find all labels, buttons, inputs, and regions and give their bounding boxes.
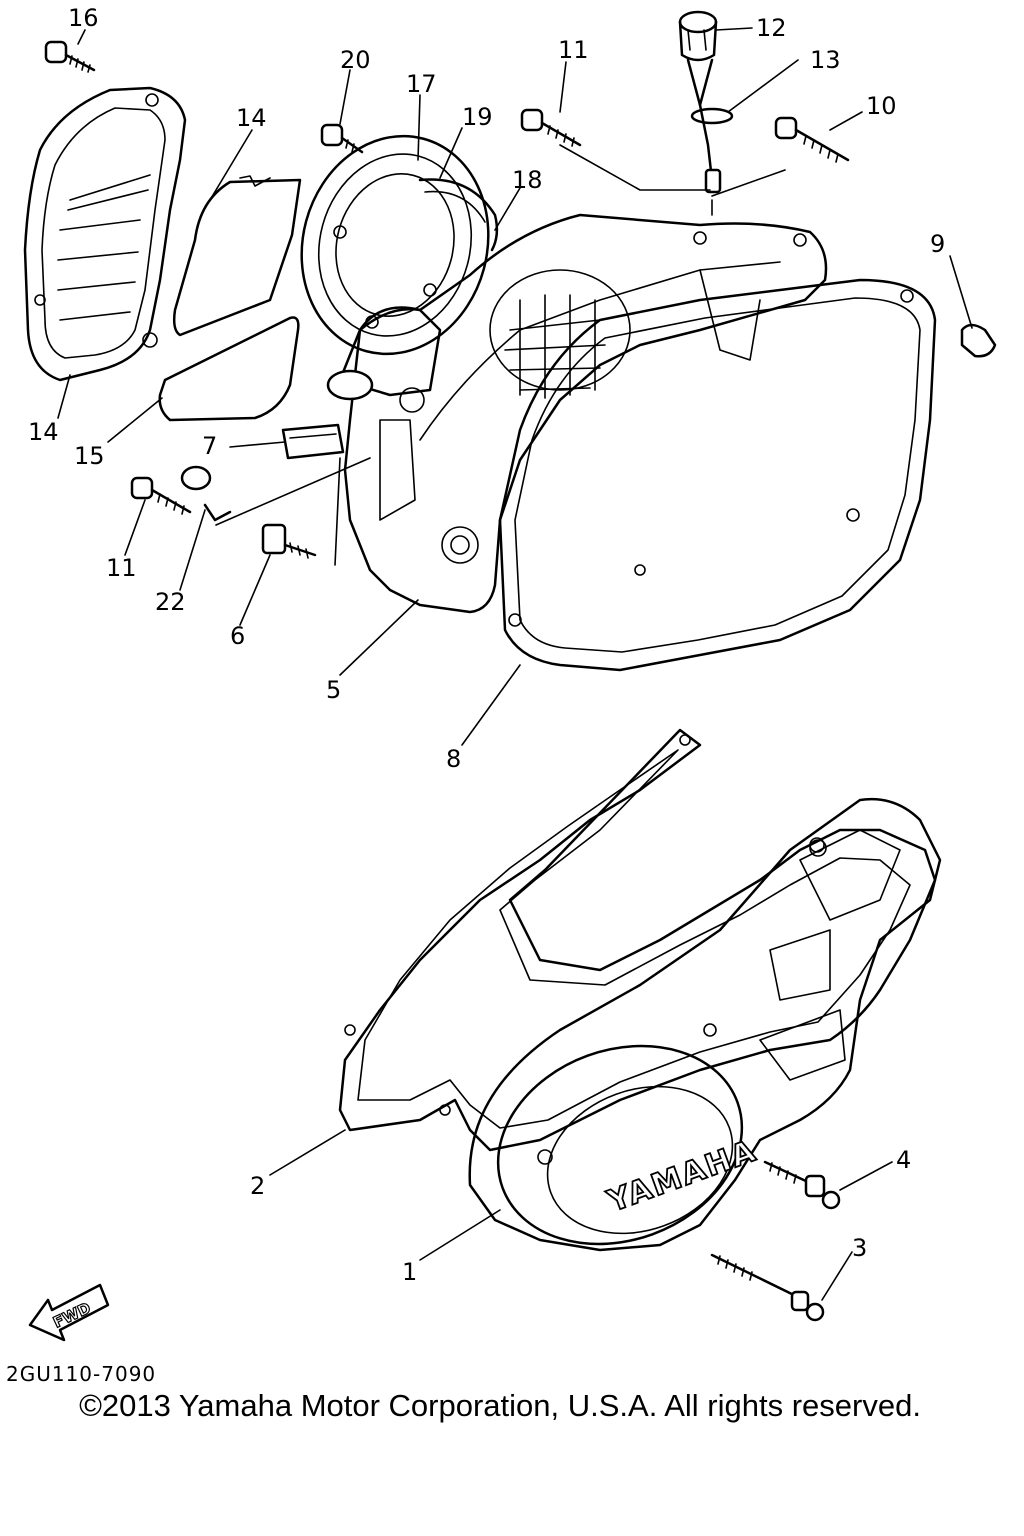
callouts: 16 20 17 14 19 18 11 12 13 10 9 14 15 7 … <box>28 4 945 1286</box>
part-22-clamp <box>180 465 232 522</box>
part-9-cap <box>960 323 997 358</box>
part-20-oil-seal <box>418 178 499 252</box>
callout-1: 1 <box>402 1258 417 1286</box>
part-10-bolt <box>774 116 850 163</box>
part-6-drain-bolt <box>261 523 317 559</box>
callout-5: 5 <box>326 676 341 704</box>
callout-19: 18 <box>512 166 543 194</box>
leader-lines <box>57 27 973 1301</box>
callout-13: 13 <box>810 46 841 74</box>
callout-20: 19 <box>462 103 493 131</box>
callout-2: 2 <box>250 1172 265 1200</box>
callout-16: 15 <box>74 442 105 470</box>
part-3-bolt <box>710 1253 825 1322</box>
copyright-notice: ©2013 Yamaha Motor Corporation, U.S.A. A… <box>79 1388 921 1423</box>
part-8-gasket <box>498 278 937 672</box>
callout-17: 16 <box>68 4 99 32</box>
callout-10: 10 <box>866 92 897 120</box>
callout-8: 8 <box>446 745 461 773</box>
callout-15: 14 <box>236 104 267 132</box>
callout-6: 6 <box>230 622 245 650</box>
part-2-gasket <box>338 728 937 1152</box>
part-18-clutch-cover <box>300 134 490 356</box>
part-15-gasket <box>172 175 302 337</box>
callout-18: 17 <box>406 70 437 98</box>
callout-4: 4 <box>896 1146 911 1174</box>
part-17-bolt <box>44 40 96 73</box>
part-11-bolt-left <box>130 476 192 515</box>
callout-12: 12 <box>756 14 787 42</box>
callout-22: 22 <box>155 588 186 616</box>
callout-11-left: 11 <box>106 554 137 582</box>
part-14-outer-cover <box>23 86 187 382</box>
part-16-gasket <box>158 316 300 422</box>
part-12-filler-cap <box>678 10 722 194</box>
fwd-arrow-icon: FWD <box>28 1283 110 1342</box>
part-7-damper <box>281 423 345 460</box>
part-13-o-ring <box>690 107 734 125</box>
callout-14: 14 <box>28 418 59 446</box>
callout-21: 20 <box>340 46 371 74</box>
drawing-code: 2GU110-7090 <box>6 1362 157 1386</box>
callout-7: 7 <box>202 432 217 460</box>
callout-11-top: 11 <box>558 36 589 64</box>
part-21-bolt <box>320 123 364 154</box>
part-4-bolt <box>763 1160 841 1210</box>
part-1-generator-cover: YAMAHA <box>468 798 942 1252</box>
part-11-bolt-top <box>520 108 582 147</box>
part-5-crankcase-cover <box>343 213 828 614</box>
callout-9: 9 <box>930 230 945 258</box>
cover-pipe-outlet <box>326 308 442 401</box>
callout-3: 3 <box>852 1234 867 1262</box>
